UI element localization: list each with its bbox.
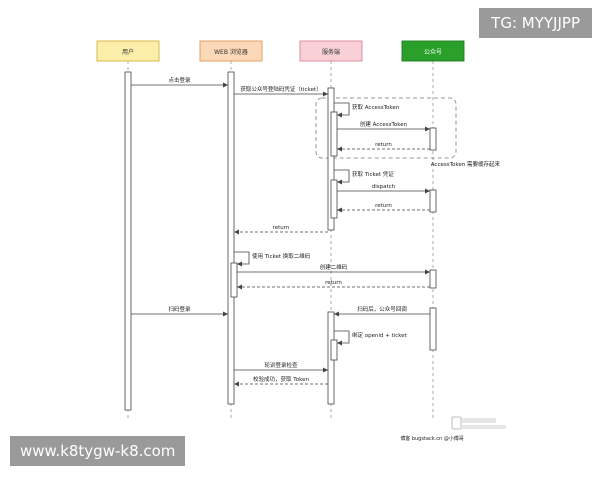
message-line: [334, 169, 350, 185]
message-label: 绑定 openid + ticket: [352, 331, 408, 339]
message-label: 获取公众号登陆码凭证（ticket）: [240, 85, 321, 93]
actor-label-wechat: 公众号: [424, 49, 442, 56]
blog-logo-icon: [451, 416, 462, 430]
actor-browser: [199, 40, 263, 62]
activation-server-ticket: [330, 179, 338, 219]
activation-wechat-ticket: [429, 189, 437, 213]
actor-user: [96, 40, 160, 62]
actor-heads: 用户 WEB 浏览器 服务端 公众号: [96, 40, 465, 62]
message-label: 校验成功，获取 Token: [253, 375, 309, 383]
message-label: return: [375, 203, 392, 209]
activation-browser-qrcode: [230, 262, 238, 298]
message-17: 校验成功，获取 Token: [234, 375, 328, 387]
message-line: [334, 102, 350, 118]
message-16: 轮训登录检查: [234, 361, 328, 373]
message-8: return: [337, 203, 430, 213]
message-6: 获取 Ticket 凭证: [334, 169, 394, 185]
message-5: return: [337, 142, 430, 152]
message-13: 扫码登录: [131, 305, 228, 317]
message-line: [234, 251, 250, 267]
message-9: return: [234, 225, 328, 235]
message-label: dispatch: [372, 184, 396, 190]
activation-server: [327, 87, 335, 231]
message-11: 创建二维码: [237, 263, 430, 275]
activation-browser: [227, 71, 235, 405]
actor-server: [299, 40, 363, 62]
message-label: 创建 AccessToken: [360, 120, 408, 128]
activation-server-token: [330, 111, 338, 157]
message-15: 绑定 openid + ticket: [334, 330, 408, 346]
message-label: 使用 Ticket 换取二维码: [252, 252, 311, 260]
message-2: 获取公众号登陆码凭证（ticket）: [234, 85, 328, 97]
watermark-tg: TG: MYYJJPP: [479, 8, 592, 38]
message-label: 获取 AccessToken: [352, 103, 400, 111]
footer-credit: 博客 bugstack.cn @小傅哥: [400, 435, 463, 442]
message-label: 获取 Ticket 凭证: [352, 170, 394, 178]
message-14: 扫码后，公众号回调: [334, 305, 430, 317]
activation-user: [124, 71, 132, 411]
message-10: 使用 Ticket 换取二维码: [234, 251, 311, 267]
message-1: 点击登录: [131, 76, 228, 88]
blog-logo: [451, 416, 506, 430]
message-label: 点击登录: [168, 76, 191, 84]
message-label: return: [325, 280, 342, 286]
cache-group-box: [315, 97, 457, 159]
message-label: 创建二维码: [320, 263, 348, 271]
activation-wechat-qrcode: [429, 269, 437, 289]
message-7: dispatch: [337, 184, 430, 194]
actor-label-browser: WEB 浏览器: [214, 48, 248, 56]
message-12: return: [237, 280, 430, 290]
activation-wechat-callback: [429, 307, 437, 351]
actor-wechat: [401, 40, 465, 62]
activation-wechat-token: [429, 127, 437, 151]
message-label: 扫码登录: [168, 305, 191, 313]
cache-note: AccessToken 需要缓存起来: [431, 160, 501, 168]
actor-label-user: 用户: [122, 48, 134, 56]
message-label: return: [273, 225, 290, 231]
actor-label-server: 服务端: [322, 48, 340, 56]
activation-server-bind: [330, 339, 338, 361]
message-3: 获取 AccessToken: [334, 102, 400, 118]
watermark-url: www.k8tygw-k8.com: [10, 436, 186, 466]
message-line: [334, 330, 350, 346]
message-label: return: [375, 142, 392, 148]
message-label: 扫码后，公众号回调: [357, 305, 407, 313]
activation-bars: [124, 71, 437, 411]
message-4: 创建 AccessToken: [337, 120, 430, 132]
message-label: 轮训登录检查: [264, 361, 298, 369]
